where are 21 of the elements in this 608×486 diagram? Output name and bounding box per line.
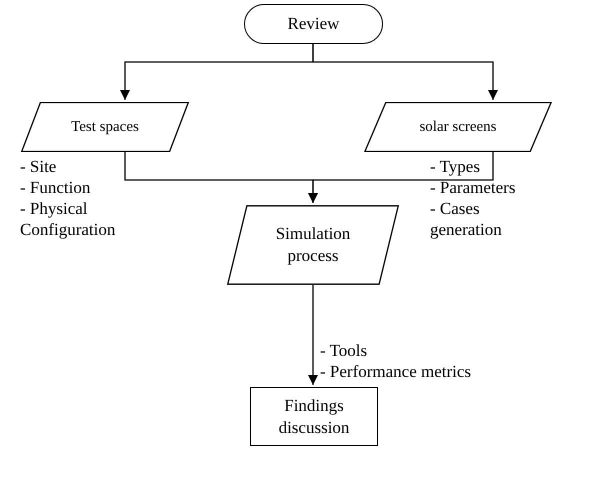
connector-arrow: [312, 44, 498, 100]
node-label: Test spaces: [70, 118, 140, 137]
annotation-text: - Types: [430, 156, 481, 177]
annotation-text: - Parameters: [430, 177, 516, 198]
annotation-text: - Performance metrics: [320, 361, 472, 382]
annotation-text: - Function: [20, 177, 92, 198]
annotation-text: - Physical Configuration: [20, 198, 116, 240]
process-box: [250, 387, 378, 446]
terminal-shape: [244, 4, 383, 44]
node-label: Review: [286, 13, 340, 35]
data-parallelogram: [363, 102, 553, 152]
node-label: Simulation process: [274, 223, 352, 267]
connector-arrow: [308, 152, 494, 203]
node-label: Findings discussion: [278, 394, 350, 438]
data-parallelogram: [20, 102, 190, 152]
annotation-text: - Cases generation: [430, 198, 503, 240]
data-parallelogram: [226, 205, 400, 285]
annotation-text: - Site: [20, 156, 58, 177]
node-label: solar screens: [418, 118, 498, 137]
connector-arrow: [308, 285, 318, 385]
annotation-text: - Tools: [320, 340, 368, 361]
